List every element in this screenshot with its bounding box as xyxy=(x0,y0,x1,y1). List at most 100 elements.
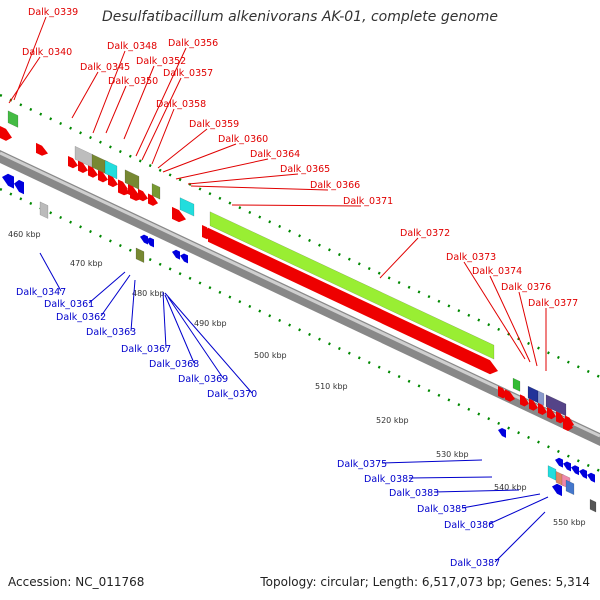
gene-block-purple xyxy=(545,394,567,417)
gene-callout-line xyxy=(231,204,362,207)
gene-callout-line xyxy=(162,143,237,173)
gene-callout-line xyxy=(187,173,299,185)
gene-arrow-forward xyxy=(202,224,212,240)
gene-callout-line xyxy=(105,85,127,134)
reverse-gene-label: Dalk_0368 xyxy=(149,359,199,370)
gene-arrow-forward xyxy=(108,174,118,188)
scale-tick-label: 550 kbp xyxy=(553,518,586,527)
gene-callout-line xyxy=(92,50,126,134)
gene-callout-line xyxy=(71,71,99,119)
gene-arrow-forward xyxy=(538,402,547,415)
gene-arrow-forward xyxy=(556,411,565,424)
forward-gene-label: Dalk_0376 xyxy=(501,282,551,293)
forward-gene-label: Dalk_0350 xyxy=(108,76,158,87)
gene-block-olive xyxy=(135,247,145,264)
gene-arrow-reverse xyxy=(571,465,579,476)
forward-gene-label: Dalk_0348 xyxy=(107,41,157,52)
gene-block-green xyxy=(512,377,521,392)
gene-callout-line xyxy=(130,279,136,332)
gene-callout-line xyxy=(175,158,269,180)
scale-tick-label: 470 kbp xyxy=(70,259,103,268)
gene-arrow-reverse xyxy=(563,461,571,472)
scale-tick-label: 500 kbp xyxy=(254,351,287,360)
forward-gene-label: Dalk_0352 xyxy=(136,56,186,67)
reverse-gene-label: Dalk_0385 xyxy=(417,504,467,515)
gene-arrow-reverse xyxy=(555,457,563,468)
gene-callout-line xyxy=(408,476,493,479)
forward-gene-label: Dalk_0377 xyxy=(528,298,578,309)
scale-tick-label: 490 kbp xyxy=(194,319,227,328)
gene-block-grey xyxy=(39,201,49,219)
gene-arrow-reverse xyxy=(2,173,14,189)
scale-tick-label: 530 kbp xyxy=(436,450,469,459)
gene-callout-line xyxy=(157,128,208,169)
gene-dalk-0372-light xyxy=(209,211,495,360)
gene-callout-line xyxy=(135,47,187,157)
gene-block-steel xyxy=(537,390,545,407)
gene-callout-line xyxy=(164,294,195,364)
gene-arrow-reverse xyxy=(180,253,188,264)
gene-arrow-reverse xyxy=(146,237,154,248)
forward-gene-label: Dalk_0366 xyxy=(310,180,360,191)
scale-tick-label: 510 kbp xyxy=(315,382,348,391)
gene-callout-line xyxy=(8,56,41,104)
map-title: Desulfatibacillum alkenivorans AK-01, co… xyxy=(101,9,499,25)
gene-arrow-forward xyxy=(0,126,12,141)
gene-callout-line xyxy=(488,496,549,525)
gene-block-blue xyxy=(565,479,575,496)
gene-block-dark xyxy=(589,498,597,513)
gene-arrow-reverse xyxy=(172,249,180,260)
scale-tick-label: 480 kbp xyxy=(132,289,165,298)
forward-gene-label: Dalk_0339 xyxy=(28,7,78,18)
reverse-gene-label: Dalk_0375 xyxy=(337,459,387,470)
gene-block-green xyxy=(7,110,19,128)
forward-gene-label: Dalk_0356 xyxy=(168,38,218,49)
gene-callout-line xyxy=(463,261,526,360)
reverse-gene-label: Dalk_0362 xyxy=(56,312,106,323)
gene-callout-line xyxy=(167,296,224,379)
gene-arrow-forward xyxy=(529,398,538,411)
genome-summary: Topology: circular; Length: 6,517,073 bp… xyxy=(260,575,590,589)
scale-tick-label: 540 kbp xyxy=(494,483,527,492)
reverse-gene-label: Dalk_0347 xyxy=(16,287,66,298)
gene-callout-line xyxy=(379,237,419,279)
gene-block-cyan xyxy=(179,197,195,217)
reverse-gene-label: Dalk_0363 xyxy=(86,327,136,338)
gene-callout-line xyxy=(164,292,253,394)
forward-gene-label: Dalk_0357 xyxy=(163,68,213,79)
gene-callout-line xyxy=(88,271,126,304)
gene-callout-line xyxy=(489,275,531,363)
gene-arrow-forward xyxy=(520,394,529,407)
gene-callout-line xyxy=(381,459,483,464)
gene-arrow-forward xyxy=(547,407,556,420)
gene-callout-line xyxy=(433,489,520,493)
reverse-gene-label: Dalk_0386 xyxy=(444,520,494,531)
gene-block-olive xyxy=(151,183,161,200)
gene-arrow-reverse xyxy=(579,469,587,479)
gene-arrow-reverse xyxy=(140,234,148,245)
scale-tick-label: 520 kbp xyxy=(376,416,409,425)
accession-label: Accession: NC_011768 xyxy=(8,575,145,589)
gene-arrow-forward xyxy=(68,155,78,169)
gene-block-cyan xyxy=(104,159,118,180)
forward-gene-label: Dalk_0358 xyxy=(156,99,206,110)
gene-arrow-forward xyxy=(563,417,573,431)
gene-callout-line xyxy=(39,252,62,292)
reverse-gene-label: Dalk_0387 xyxy=(450,558,500,569)
gene-arrow-forward xyxy=(172,206,186,223)
forward-gene-label: Dalk_0365 xyxy=(280,164,330,175)
gene-callout-line xyxy=(162,291,167,349)
scale-tick-label: 460 kbp xyxy=(8,230,41,239)
gene-callout-line xyxy=(151,108,175,165)
forward-gene-label: Dalk_0360 xyxy=(218,134,268,145)
gene-dalk-0372-arrow xyxy=(208,227,498,375)
gene-callout-line xyxy=(13,16,47,101)
gene-arrow-forward xyxy=(130,188,142,201)
forward-gene-label: Dalk_0359 xyxy=(189,119,239,130)
forward-gene-label: Dalk_0364 xyxy=(250,149,300,160)
gene-arrow-forward xyxy=(36,142,48,156)
gene-callout-line xyxy=(123,65,155,140)
gene-arrow-forward xyxy=(505,389,515,402)
